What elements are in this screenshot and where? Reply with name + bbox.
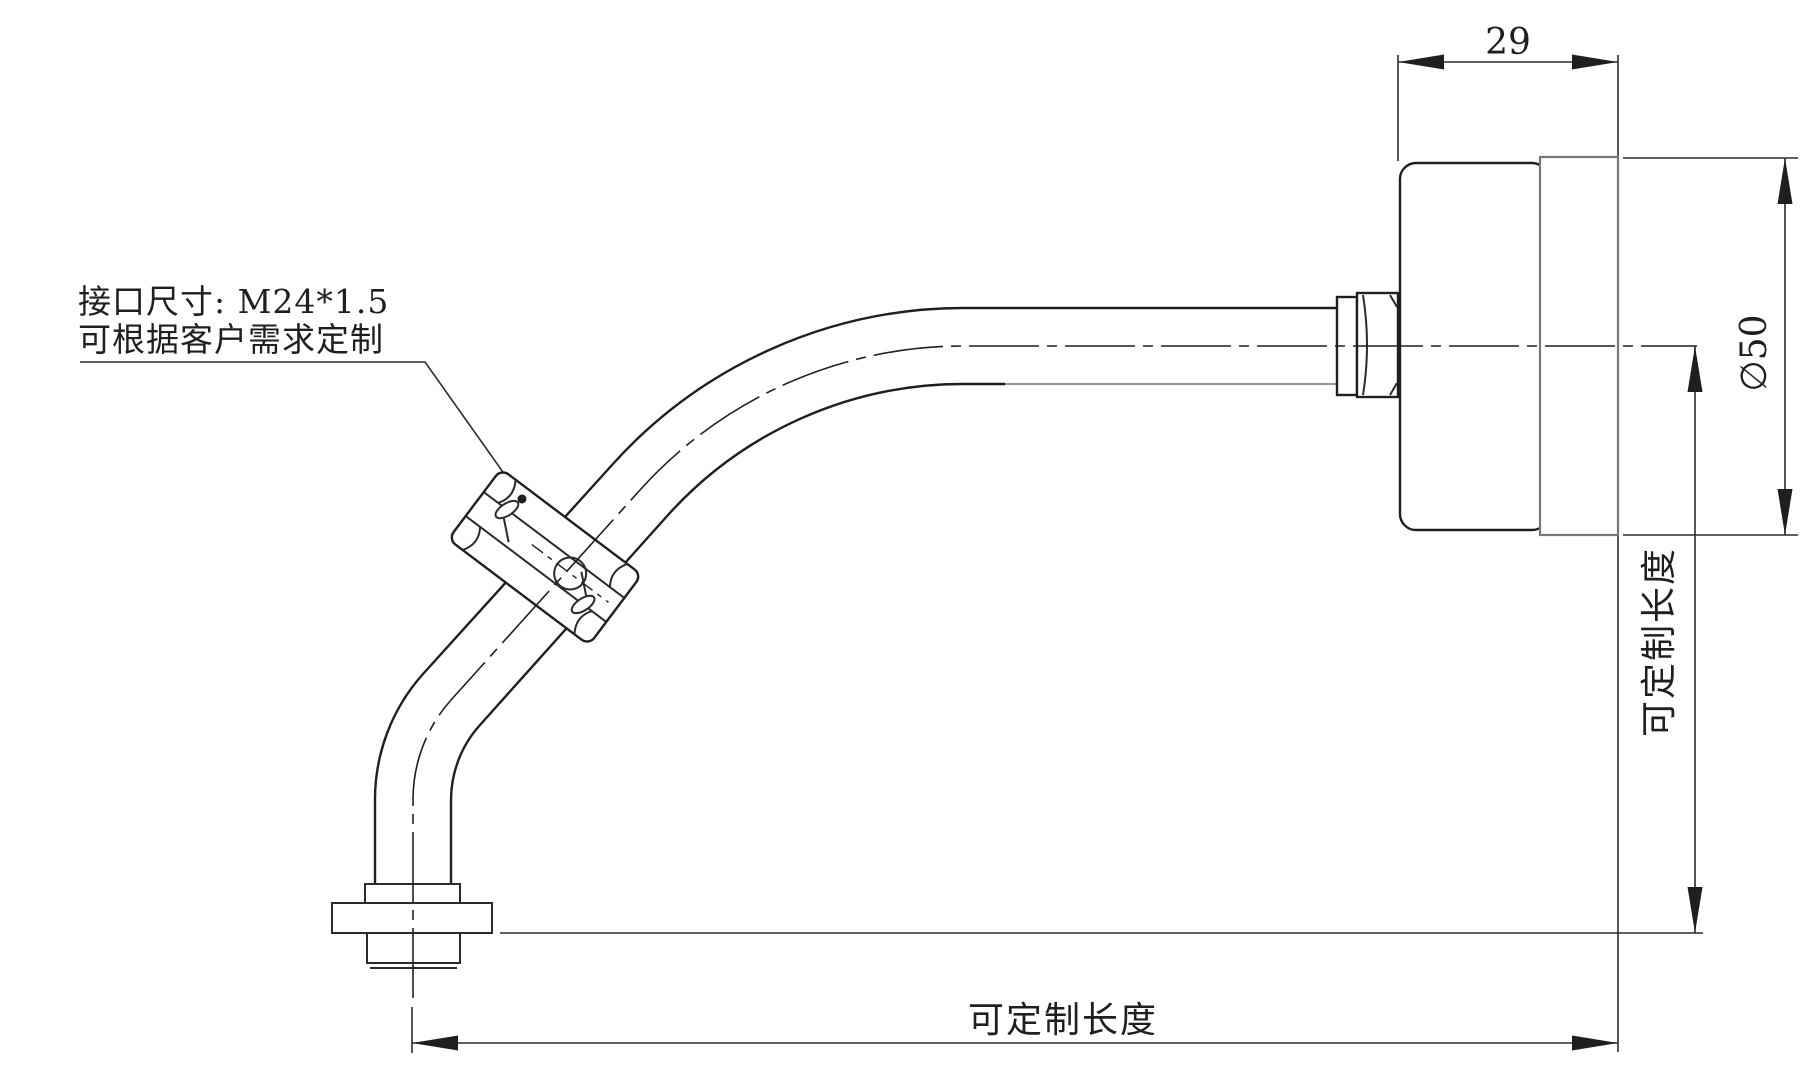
callout-note: 接口尺寸: M24*1.5 可根据客户需求定制 — [78, 282, 523, 500]
gauge-stem-hex — [1355, 291, 1400, 399]
callout-line2: 可根据客户需求定制 — [78, 320, 384, 359]
gauge-stem-hex-tick-top — [1389, 294, 1398, 308]
dimension-right-length: 可定制长度 — [500, 346, 1703, 934]
arrow-right-icon — [1572, 54, 1618, 70]
arrow-left-icon — [1398, 54, 1444, 70]
dimension-bottom-length: 可定制长度 — [411, 1000, 1618, 1053]
dim-right-length-label: 可定制长度 — [1639, 547, 1680, 737]
flange-plate — [331, 902, 493, 934]
arrow-down-icon — [1687, 887, 1703, 933]
tube — [373, 306, 1339, 886]
arrow-right-icon — [1572, 1035, 1618, 1051]
arrow-up-icon — [1687, 346, 1703, 392]
hex-fitting — [450, 471, 640, 643]
callout-line1: 接口尺寸: M24*1.5 — [78, 282, 389, 321]
bottom-flange-fitting — [331, 883, 493, 969]
hex-chamfer-arc-2 — [608, 563, 628, 588]
hex-chamfer-arc-4 — [573, 610, 593, 635]
tube-outer-edge — [373, 306, 1339, 886]
tube-inner-edge — [449, 382, 1007, 886]
hex-corner-ellipse-upper — [494, 499, 520, 520]
tube-body — [374, 308, 1337, 884]
hex-corner-ellipse-lower — [570, 594, 596, 615]
tube-centerline — [412, 345, 1697, 998]
hex-chamfer-arc-3 — [462, 526, 482, 551]
dimension-diameter: ∅50 — [1623, 157, 1798, 536]
dim-bottom-length-label: 可定制长度 — [968, 1000, 1158, 1041]
arrow-down-icon — [1777, 489, 1793, 535]
dim-top-width-label: 29 — [1485, 22, 1531, 63]
gauge-stem-hex-chamfer — [1362, 294, 1368, 396]
leader-line — [80, 361, 523, 500]
leader-dot — [517, 494, 527, 504]
dim-diameter-label: ∅50 — [1734, 314, 1775, 391]
hex-chamfer-arc-1 — [497, 479, 517, 504]
arrow-left-icon — [412, 1035, 458, 1051]
gauge-stem-hex-tick-bottom — [1389, 382, 1398, 396]
hex-corner-tick-upper — [502, 518, 510, 543]
arrow-up-icon — [1777, 158, 1793, 204]
